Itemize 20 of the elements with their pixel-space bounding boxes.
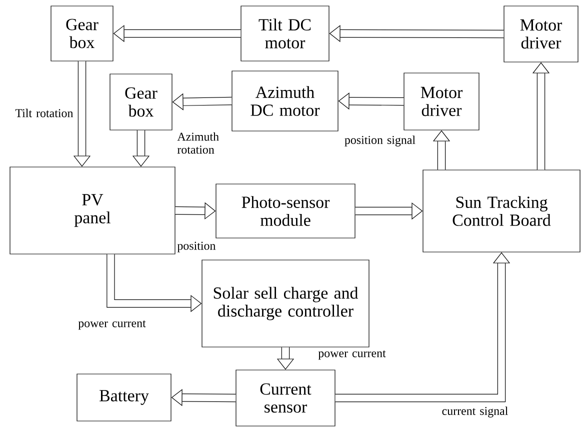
block-box: PV panel (10, 166, 176, 254)
block-box: Photo-sensor module (216, 184, 356, 238)
edge-label: position (177, 242, 216, 252)
block-box: Motor driver (504, 6, 578, 62)
block-box: Gear box (50, 6, 114, 62)
block-box: Motor driver (404, 72, 480, 130)
block-box: Battery (76, 374, 172, 422)
edge-label: position signal (344, 136, 416, 146)
block-box: Solar sell charge and discharge controller (202, 260, 370, 348)
edge-label: Azimuth rotation (177, 132, 219, 154)
edge-label: Tilt rotation (15, 108, 74, 118)
block-arrow (175, 202, 216, 220)
edge-label: power current (318, 350, 386, 360)
edge-label: current signal (442, 406, 508, 418)
block-box: Current sensor (236, 370, 336, 426)
block-box: Azimuth DC motor (232, 70, 338, 132)
edge-label: power current (78, 320, 146, 330)
block-box: Tilt DC motor (240, 6, 330, 62)
block-box: Gear box (110, 74, 172, 130)
block-box: Sun Tracking Control Board (422, 170, 580, 252)
